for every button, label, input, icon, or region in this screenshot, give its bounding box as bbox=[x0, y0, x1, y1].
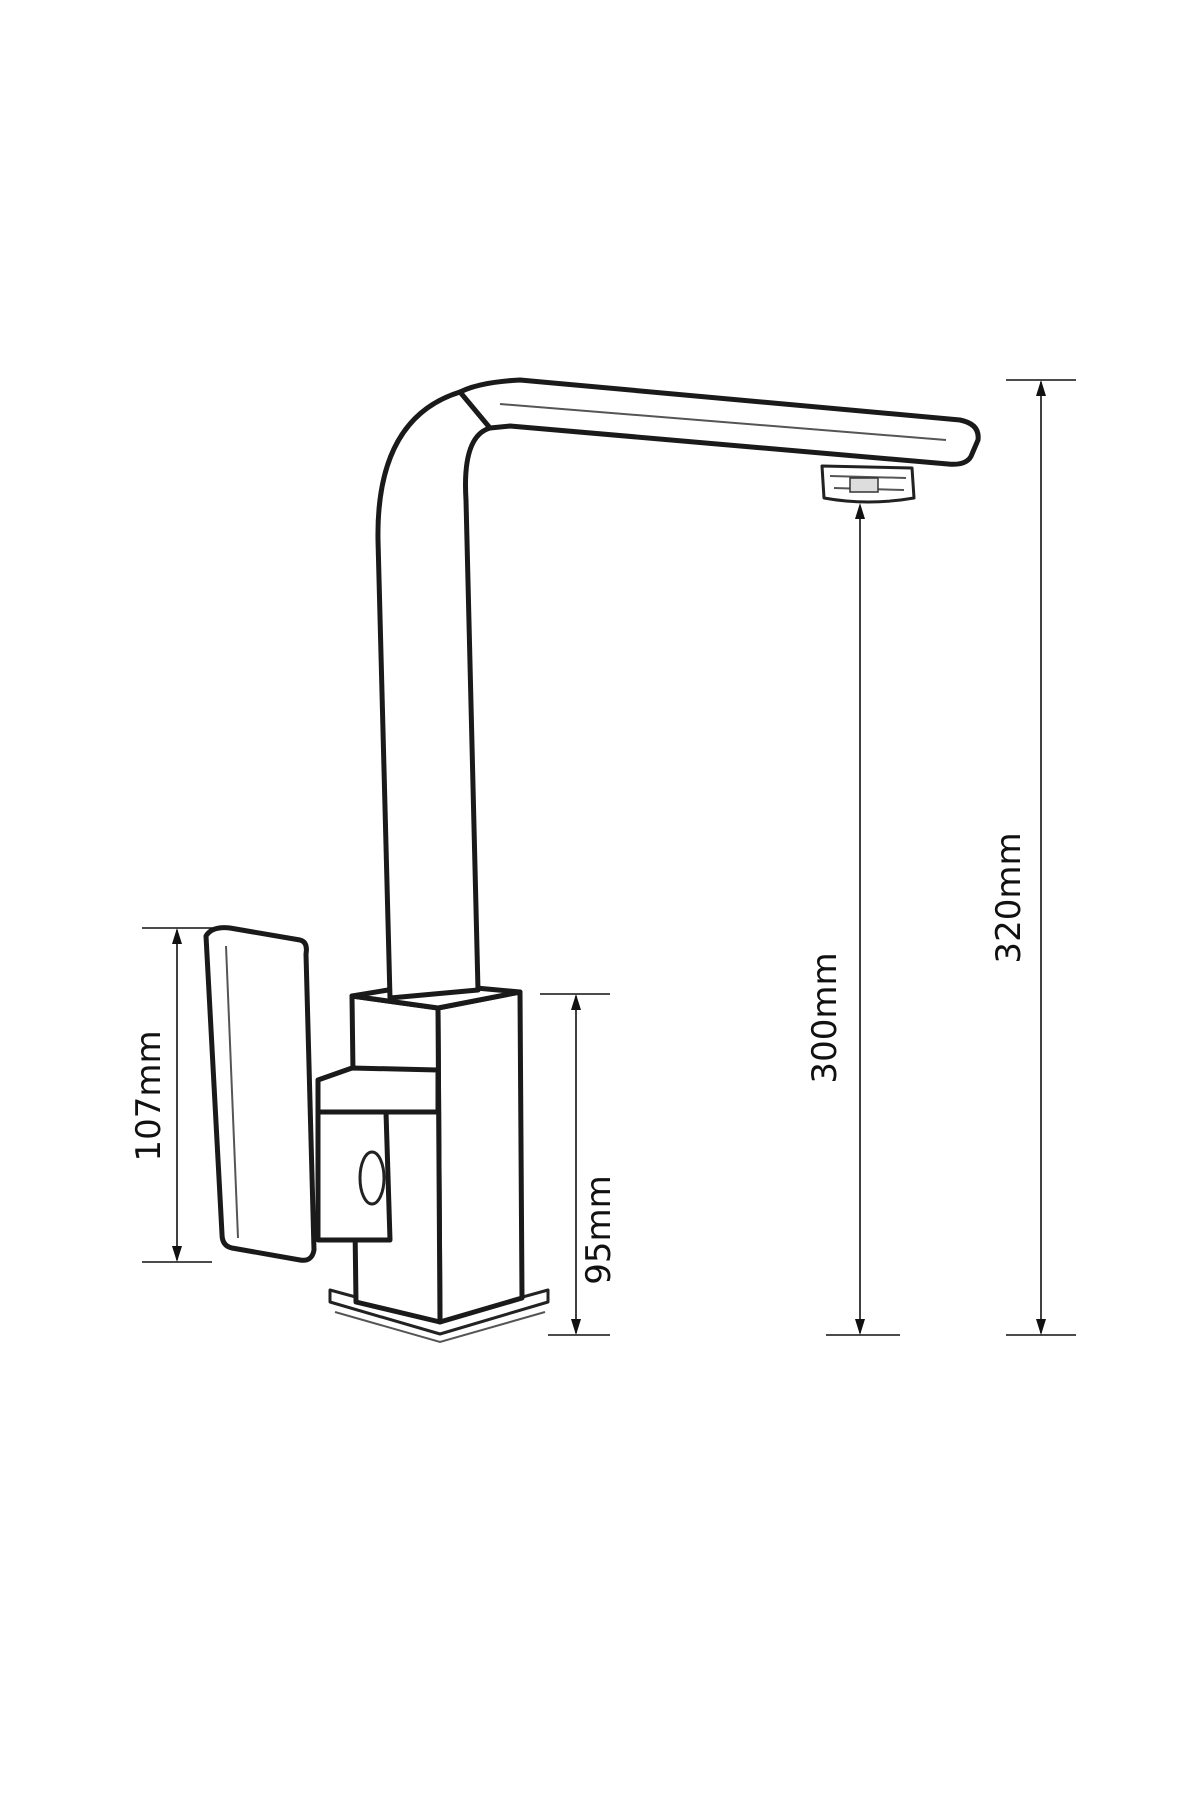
dimension-total-height: 320mm bbox=[989, 379, 1076, 1336]
faucet-handle-lever-edge bbox=[225, 945, 239, 1239]
faucet-illustration bbox=[203, 377, 981, 1344]
faucet-spout-riser bbox=[375, 383, 503, 1001]
dimension-total-height-label: 320mm bbox=[989, 832, 1029, 963]
faucet-handle-lever bbox=[203, 925, 317, 1263]
dimension-spout-height-label: 300mm bbox=[805, 952, 845, 1083]
faucet-body-front bbox=[435, 989, 525, 1325]
dimension-handle-height-label: 107mm bbox=[129, 1030, 169, 1161]
faucet-spout-edge bbox=[499, 403, 947, 441]
dimension-spout-height: 300mm bbox=[805, 503, 900, 1336]
dimension-body-height-label: 95mm bbox=[579, 1175, 619, 1285]
faucet-aerator bbox=[820, 464, 916, 504]
faucet-base-shadow bbox=[334, 1311, 546, 1344]
faucet-base-plate bbox=[328, 1288, 550, 1336]
dimension-body-height: 95mm bbox=[540, 993, 619, 1336]
dimension-handle-height: 107mm bbox=[129, 927, 214, 1263]
faucet-handle-cap bbox=[358, 1150, 386, 1206]
faucet-handle-collar bbox=[315, 1109, 393, 1243]
